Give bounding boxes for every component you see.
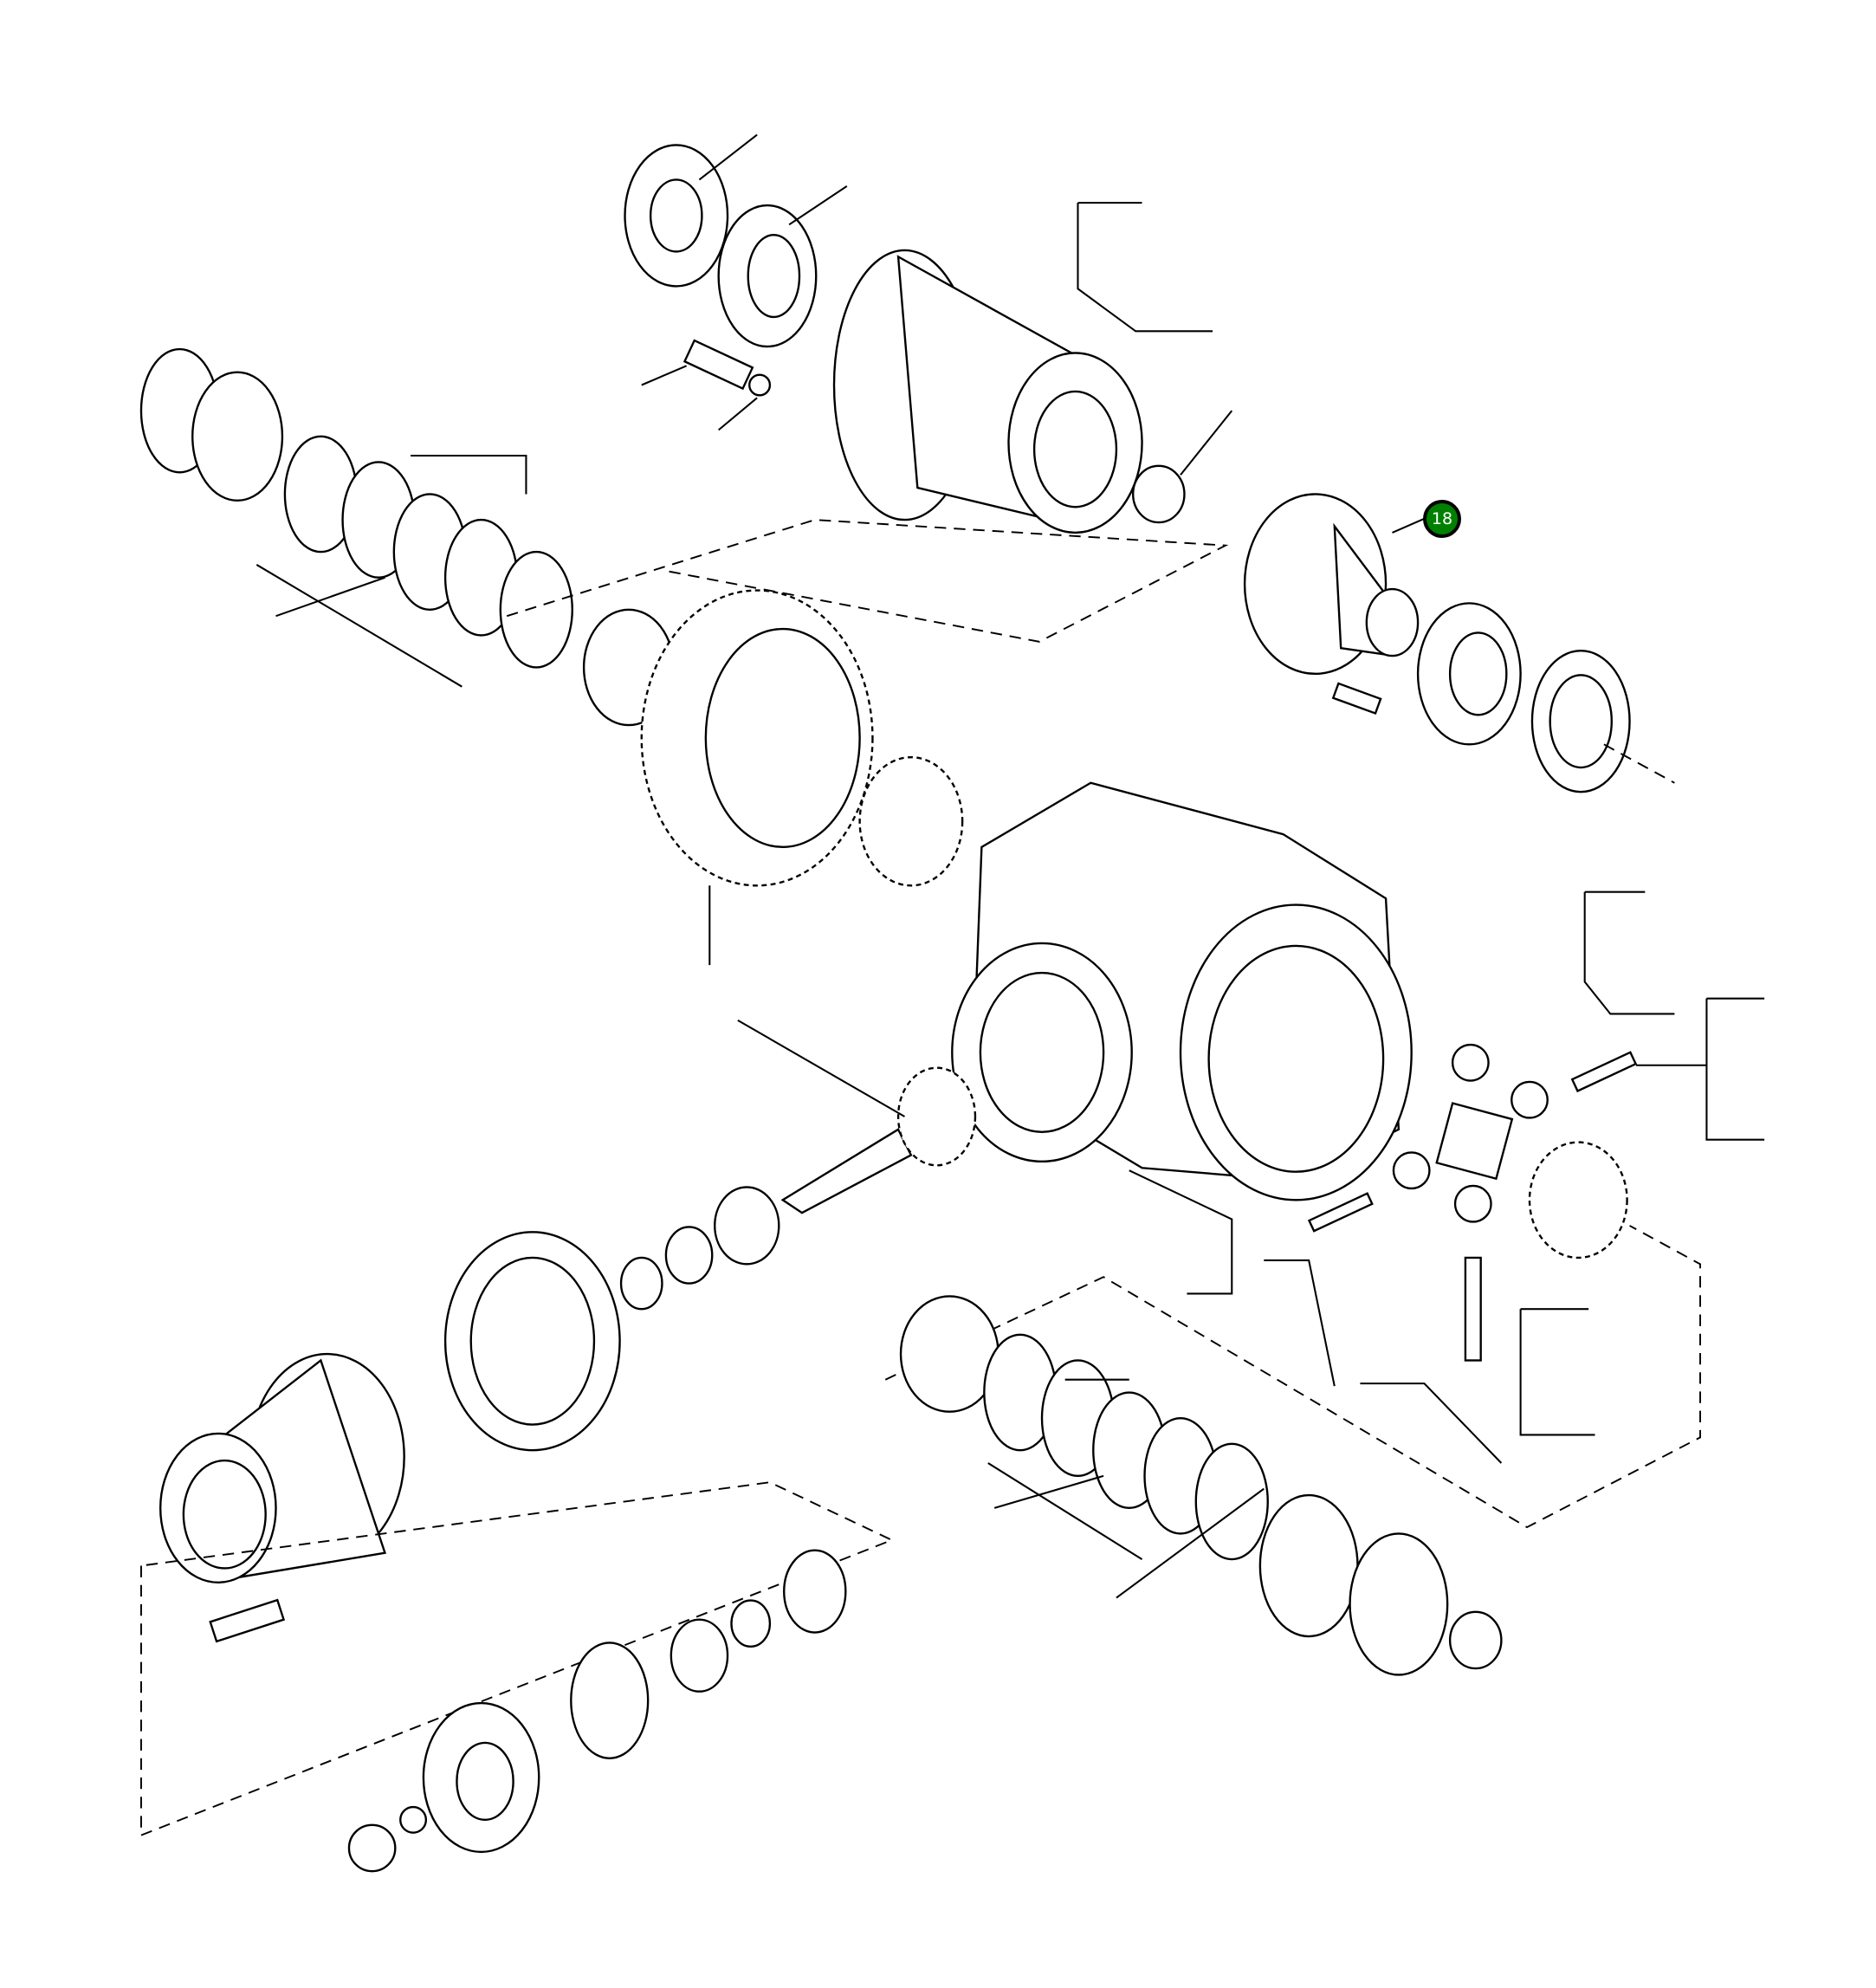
- output-flange[interactable]: [422, 1701, 540, 1854]
- ring-gear[interactable]: [640, 589, 874, 887]
- bushing[interactable]: [1132, 464, 1186, 524]
- flange-hub-part-18[interactable]: [1243, 493, 1420, 676]
- pinion-carrier[interactable]: [159, 1352, 405, 1583]
- clutch-pack-right[interactable]: [899, 1295, 1503, 1676]
- gasket[interactable]: [443, 1231, 621, 1452]
- callout-badge-18[interactable]: 18: [1423, 500, 1461, 538]
- spider-gears[interactable]: [1392, 1043, 1628, 1259]
- output-bearings[interactable]: [570, 1549, 847, 1759]
- thrust-washer-right[interactable]: [1530, 650, 1631, 793]
- flange-nut[interactable]: [347, 1805, 428, 1873]
- pinion-shaft[interactable]: [780, 1066, 977, 1214]
- side-gear[interactable]: [858, 755, 964, 887]
- bolt-lower[interactable]: [209, 1598, 286, 1643]
- clutch-pack-left[interactable]: [139, 347, 573, 669]
- axle-housing[interactable]: [951, 781, 1413, 1201]
- bearing-top[interactable]: [717, 204, 818, 348]
- differential-case[interactable]: [832, 249, 1143, 534]
- thrust-washer-top[interactable]: [624, 144, 729, 288]
- bolt-top[interactable]: [682, 339, 772, 397]
- bearing-right[interactable]: [1416, 602, 1522, 746]
- cross-pins[interactable]: [1307, 1051, 1638, 1362]
- pinion-bearings[interactable]: [619, 1186, 780, 1311]
- cap-screw[interactable]: [1331, 682, 1382, 715]
